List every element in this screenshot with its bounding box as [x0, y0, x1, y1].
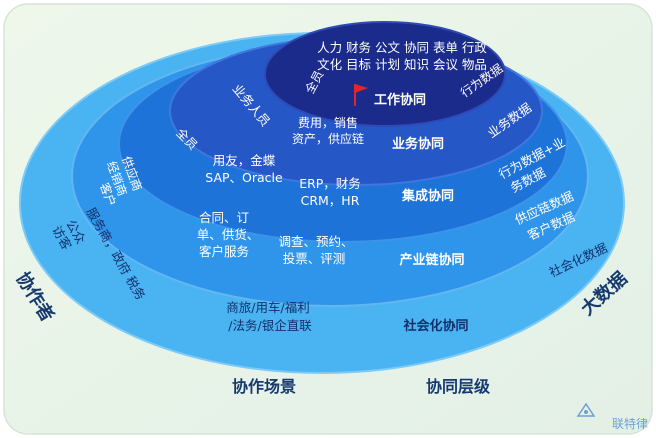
- layer-title-chain: 产业链协同: [399, 252, 464, 268]
- watermark-text: 联特律: [611, 417, 648, 431]
- integration-systems-line2: CRM，HR: [301, 193, 360, 208]
- business-scenes-line2: 资产，供应链: [292, 131, 364, 146]
- social-scenes-line1: 商旅/用车/福利: [226, 300, 309, 315]
- scenes-axis-label: 协作场景: [232, 377, 296, 396]
- layer-title-social: 社会化协同: [402, 318, 468, 334]
- chain-scenes-a-line1: 合同、订: [199, 210, 249, 225]
- watermark-logo-icon: [576, 402, 596, 417]
- layer-title-work: 工作协同: [374, 92, 426, 108]
- layer-title-business: 业务协同: [392, 136, 444, 152]
- integration-vendors-line1: 用友，金蝶: [213, 153, 276, 168]
- chain-scenes-b-line1: 调查、预约、: [278, 234, 353, 249]
- flag-icon: [354, 84, 368, 106]
- chain-scenes-a-line3: 客户服务: [199, 244, 249, 259]
- business-scenes-line1: 费用，销售: [298, 115, 358, 130]
- ring-work: [264, 21, 506, 127]
- social-scenes-line2: /法务/银企直联: [228, 318, 312, 333]
- chain-scenes-b-line2: 投票、评测: [283, 251, 346, 266]
- work-modules-line1: 人力 财务 公文 协同 表单 行政: [317, 40, 487, 55]
- work-modules-line2: 文化 目标 计划 知识 会议 物品: [317, 57, 487, 72]
- integration-vendors-line2: SAP、Oracle: [205, 170, 283, 185]
- chain-scenes-a-line2: 单、供货、: [197, 227, 260, 242]
- integration-systems-line1: ERP，财务: [299, 176, 361, 191]
- levels-axis-label: 协同层级: [426, 377, 491, 396]
- layer-title-integration: 集成协同: [401, 188, 454, 204]
